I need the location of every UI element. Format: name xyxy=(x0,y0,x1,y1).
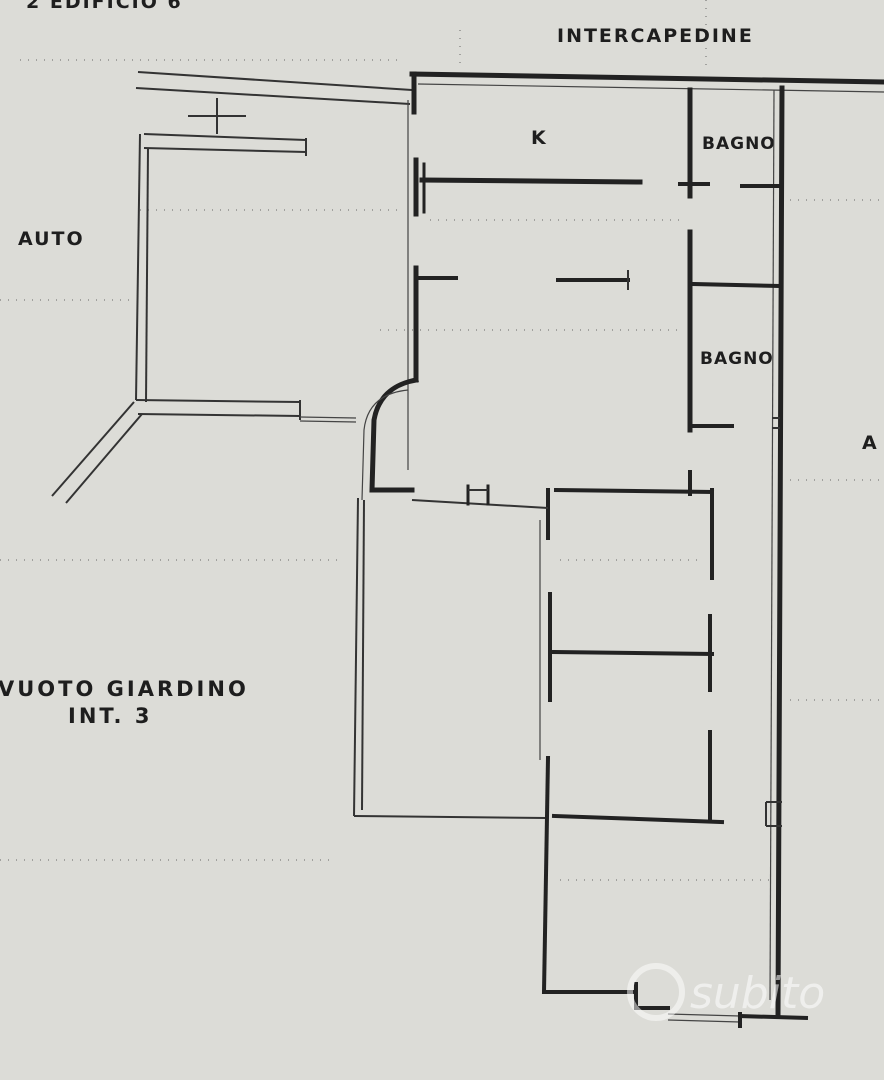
parking-area xyxy=(51,71,413,504)
label-vuoto-giardino: VUOTO GIARDINO xyxy=(0,677,249,701)
label-interno: INT. 3 xyxy=(68,704,152,728)
watermark-logo-icon xyxy=(627,963,685,1021)
watermark: subito xyxy=(627,963,825,1021)
corner-header: 2 EDIFICIO 6 xyxy=(26,0,183,13)
watermark-text: subito xyxy=(690,968,825,1019)
label-bagno-mid: BAGNO xyxy=(700,349,774,369)
label-right-edge: A xyxy=(862,432,879,454)
label-bagno-top: BAGNO xyxy=(702,134,776,154)
label-intercapedine: INTERCAPEDINE xyxy=(557,25,754,47)
scan-noise xyxy=(0,0,884,881)
label-kitchen: K xyxy=(531,127,548,149)
label-auto: AUTO xyxy=(18,228,85,250)
interior-walls xyxy=(411,87,782,827)
exterior-walls xyxy=(353,71,884,1028)
